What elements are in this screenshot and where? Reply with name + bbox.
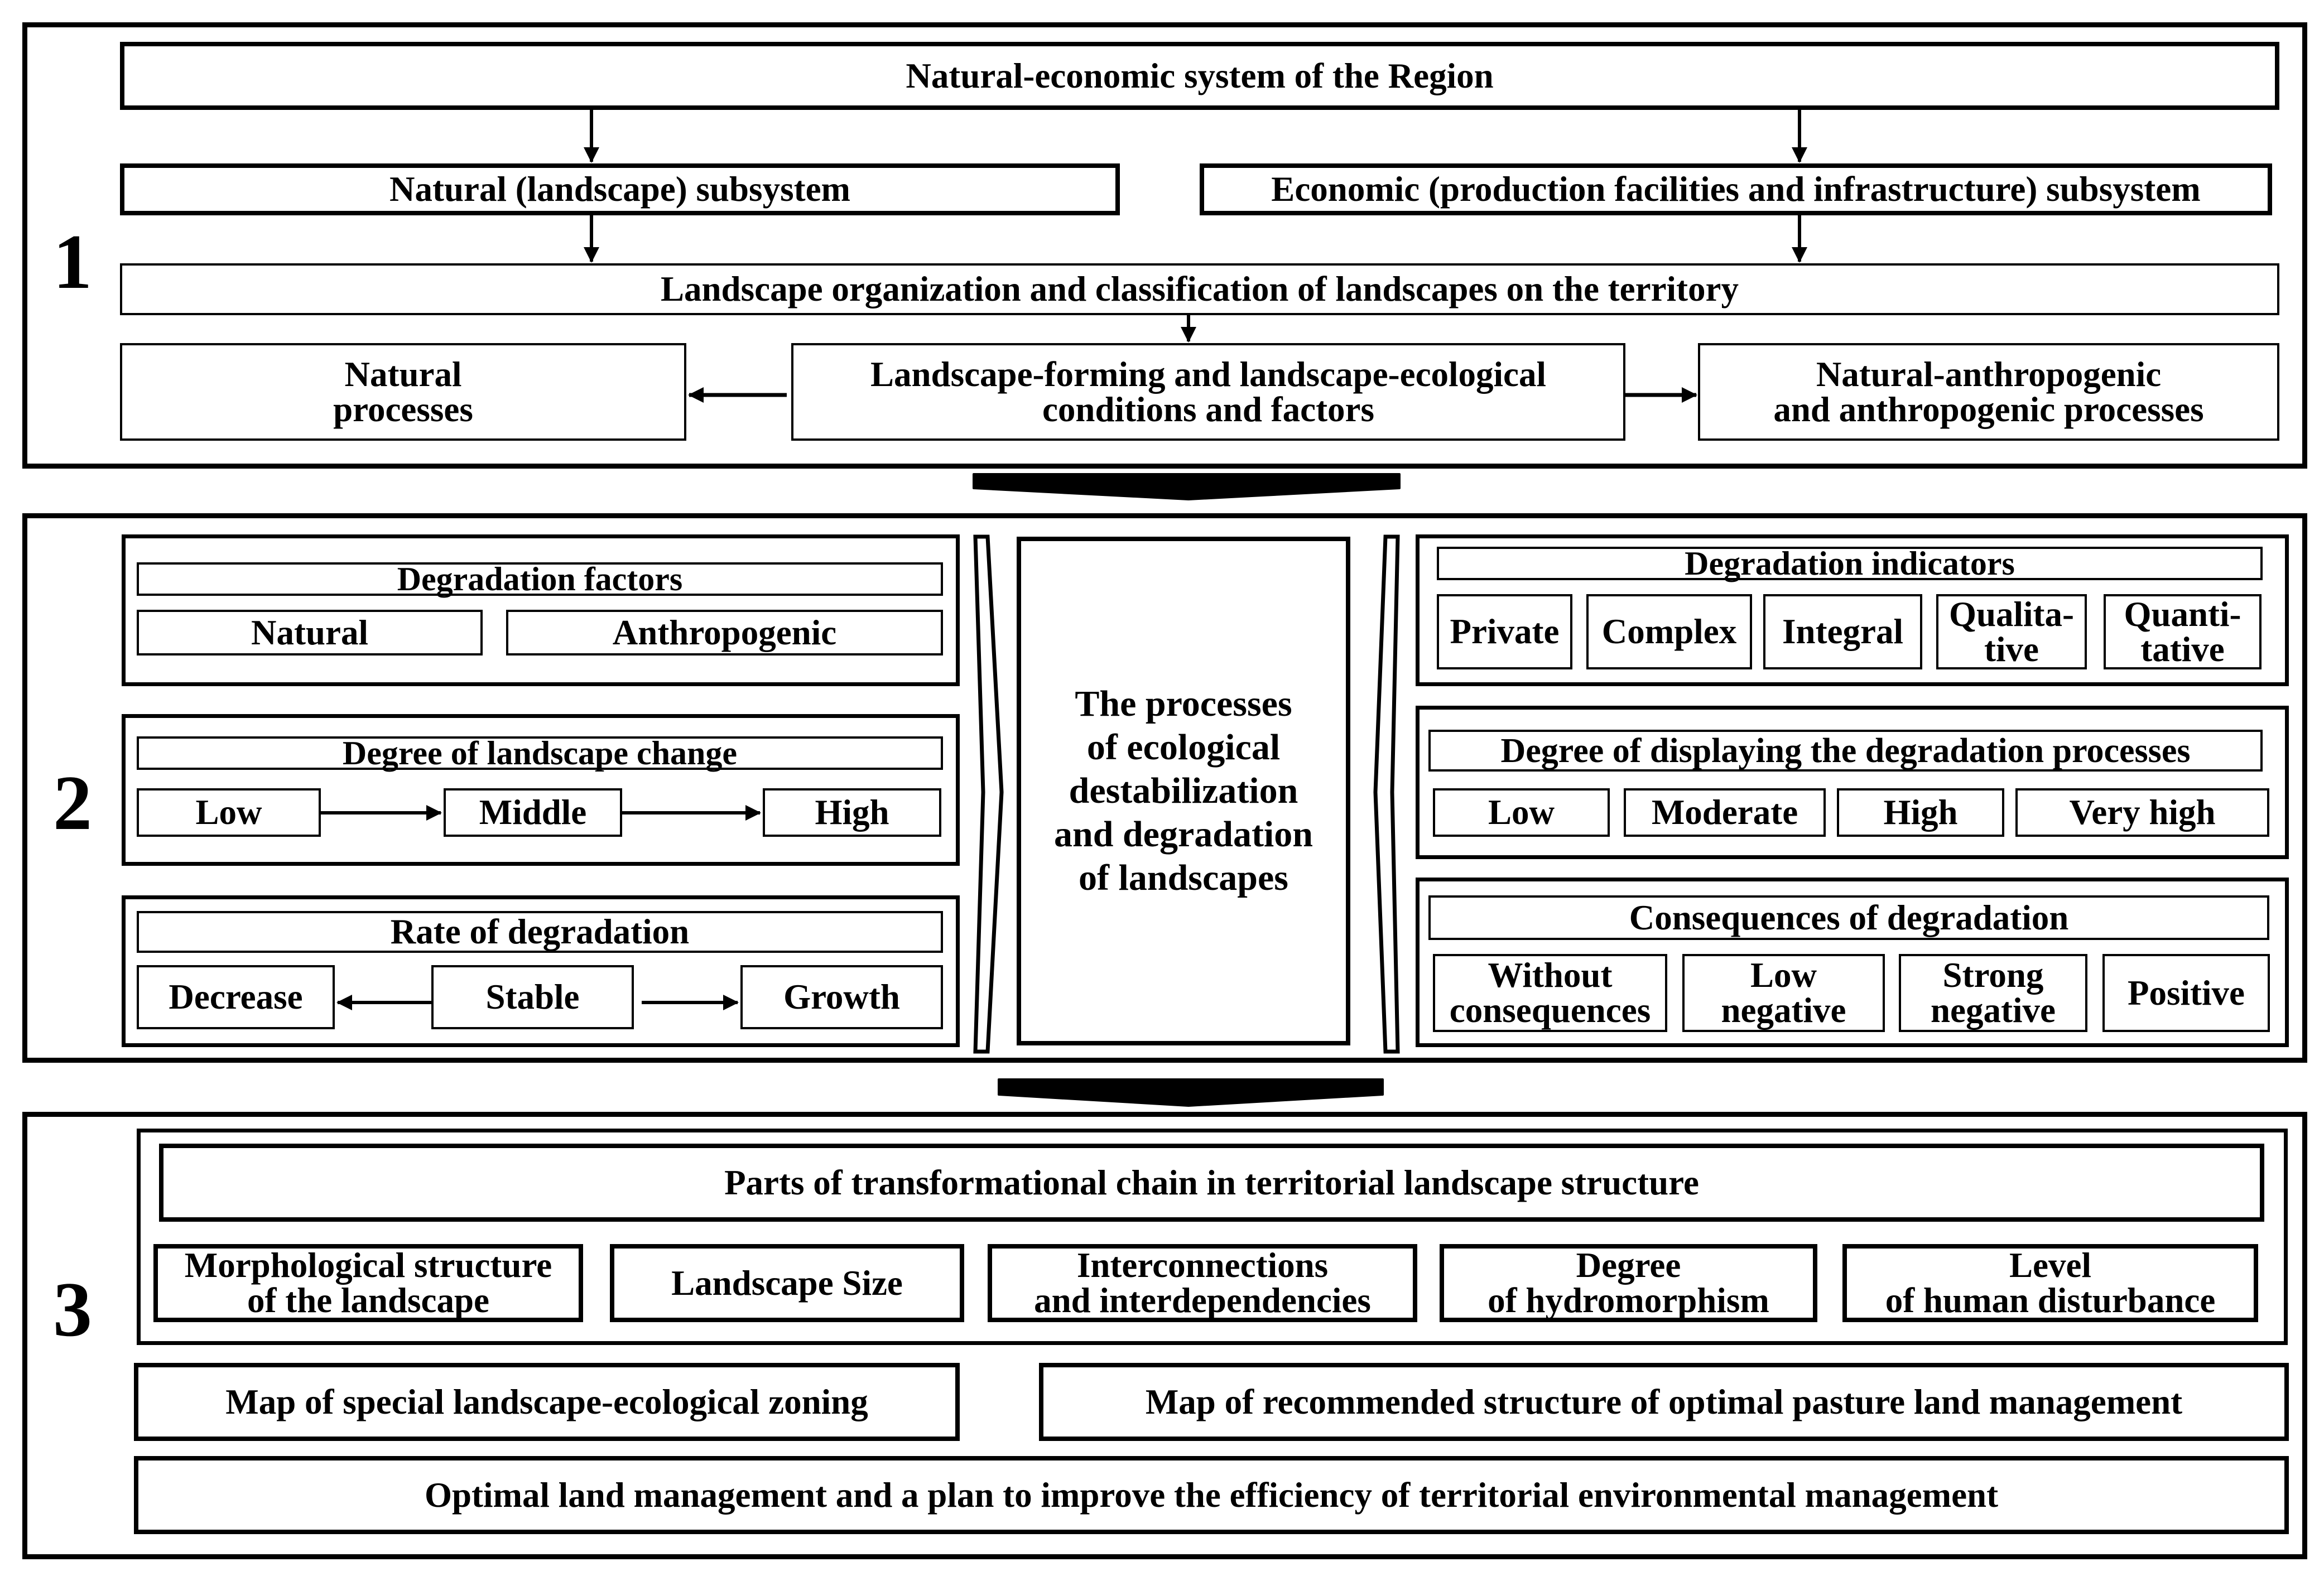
- degradation-indicators-title: Degradation indicators: [1685, 545, 2015, 582]
- natural-processes-label: Natural processes: [333, 354, 473, 429]
- change-high-label: High: [815, 793, 889, 832]
- final-plan-label: Optimal land management and a plan to im…: [424, 1475, 1999, 1515]
- change-low-label: Low: [195, 793, 262, 832]
- rate-stable-box: Stable: [431, 965, 634, 1029]
- degradation-factors-title-box: Degradation factors: [137, 562, 943, 596]
- display-very-high-label: Very high: [2069, 793, 2216, 832]
- natural-factor-label: Natural: [251, 613, 368, 652]
- map-zoning-box: Map of special landscape-ecological zoni…: [134, 1363, 960, 1441]
- change-middle-box: Middle: [444, 788, 622, 837]
- rate-growth-box: Growth: [740, 965, 943, 1029]
- display-high-label: High: [1883, 793, 1958, 832]
- map-pasture-label: Map of recommended structure of optimal …: [1145, 1382, 2183, 1421]
- consequence-strong-negative-box: Strong negative: [1899, 954, 2087, 1032]
- indicator-private-label: Private: [1450, 612, 1560, 651]
- chain-hydromorphism-box: Degree of hydromorphism: [1440, 1244, 1817, 1322]
- display-low-label: Low: [1488, 793, 1555, 832]
- section-2-number: 2: [53, 760, 92, 846]
- consequence-strong-negative-label: Strong negative: [1931, 956, 2056, 1030]
- chain-morphological-label: Morphological structure of the landscape: [184, 1246, 552, 1320]
- anthropogenic-processes-box: Natural-anthropogenic and anthropogenic …: [1698, 343, 2279, 441]
- section-3-number: 3: [53, 1266, 92, 1353]
- natural-factor-box: Natural: [137, 610, 483, 655]
- indicator-quantitative-box: Quanti- tative: [2104, 594, 2262, 669]
- change-high-box: High: [763, 788, 941, 837]
- landscape-factors-box: Landscape-forming and landscape-ecologic…: [791, 343, 1625, 441]
- map-pasture-box: Map of recommended structure of optimal …: [1039, 1363, 2289, 1441]
- display-high-box: High: [1837, 788, 2004, 837]
- rate-decrease-box: Decrease: [137, 965, 335, 1029]
- ecological-destabilization-label: The processes of ecological destabilizat…: [1054, 683, 1313, 898]
- display-low-box: Low: [1433, 788, 1610, 837]
- consequence-without-box: Without consequences: [1433, 954, 1667, 1032]
- right-chevron-bracket: [1373, 534, 1400, 1054]
- natural-processes-box: Natural processes: [120, 343, 686, 441]
- degradation-indicators-title-box: Degradation indicators: [1437, 547, 2263, 580]
- indicator-quantitative-label: Quanti- tative: [2124, 594, 2241, 669]
- anthropogenic-factor-box: Anthropogenic: [506, 610, 943, 655]
- economic-subsystem-label: Economic (production facilities and infr…: [1271, 170, 2201, 209]
- landscape-organization-label: Landscape organization and classificatio…: [661, 269, 1739, 309]
- chain-title-label: Parts of transformational chain in terri…: [724, 1163, 1699, 1202]
- rate-growth-label: Growth: [783, 977, 900, 1016]
- indicator-private-box: Private: [1437, 594, 1572, 669]
- display-moderate-box: Moderate: [1624, 788, 1826, 837]
- chain-human-disturbance-label: Level of human disturbance: [1885, 1246, 2216, 1320]
- anthropogenic-factor-label: Anthropogenic: [612, 613, 837, 652]
- consequence-positive-label: Positive: [2128, 973, 2245, 1013]
- chain-hydromorphism-label: Degree of hydromorphism: [1488, 1246, 1769, 1320]
- indicator-complex-box: Complex: [1586, 594, 1752, 669]
- change-low-box: Low: [137, 788, 321, 837]
- natural-economic-system-box: Natural-economic system of the Region: [120, 42, 2279, 110]
- chain-size-box: Landscape Size: [610, 1244, 964, 1322]
- indicator-integral-box: Integral: [1763, 594, 1922, 669]
- consequence-low-negative-box: Low negative: [1682, 954, 1885, 1032]
- consequence-without-label: Without consequences: [1449, 956, 1651, 1030]
- chain-size-label: Landscape Size: [671, 1263, 903, 1303]
- display-very-high-box: Very high: [2015, 788, 2269, 837]
- displaying-degradation-title: Degree of displaying the degradation pro…: [1500, 731, 2191, 770]
- ecological-destabilization-box: The processes of ecological destabilizat…: [1017, 537, 1350, 1045]
- indicator-qualitative-box: Qualita- tive: [1936, 594, 2087, 669]
- big-arrow-section-2-to-3: [998, 1078, 1384, 1107]
- consequence-low-negative-label: Low negative: [1721, 956, 1846, 1030]
- economic-subsystem-box: Economic (production facilities and infr…: [1200, 163, 2272, 215]
- indicator-integral-label: Integral: [1782, 612, 1903, 651]
- displaying-degradation-title-box: Degree of displaying the degradation pro…: [1428, 730, 2263, 772]
- chain-morphological-box: Morphological structure of the landscape: [153, 1244, 583, 1322]
- natural-economic-system-label: Natural-economic system of the Region: [906, 56, 1494, 95]
- natural-subsystem-box: Natural (landscape) subsystem: [120, 163, 1120, 215]
- rate-stable-label: Stable: [485, 977, 580, 1016]
- big-arrow-section-1-to-2: [973, 473, 1401, 500]
- landscape-factors-label: Landscape-forming and landscape-ecologic…: [870, 354, 1547, 429]
- consequence-positive-box: Positive: [2102, 954, 2270, 1032]
- indicator-complex-label: Complex: [1601, 612, 1737, 651]
- rate-decrease-label: Decrease: [169, 977, 303, 1016]
- degradation-rate-title-box: Rate of degradation: [137, 911, 943, 953]
- landscape-change-title: Degree of landscape change: [342, 735, 738, 772]
- degradation-factors-title: Degradation factors: [397, 561, 683, 597]
- chain-title-box: Parts of transformational chain in terri…: [159, 1144, 2264, 1222]
- final-plan-box: Optimal land management and a plan to im…: [134, 1456, 2289, 1534]
- indicator-qualitative-label: Qualita- tive: [1948, 594, 2074, 669]
- landscape-change-title-box: Degree of landscape change: [137, 736, 943, 770]
- chain-interconnections-label: Interconnections and interdependencies: [1034, 1246, 1371, 1320]
- section-1-number: 1: [53, 219, 92, 305]
- degradation-rate-title: Rate of degradation: [390, 912, 690, 951]
- anthropogenic-processes-label: Natural-anthropogenic and anthropogenic …: [1773, 354, 2204, 429]
- left-chevron-bracket: [973, 534, 1004, 1054]
- consequences-title-box: Consequences of degradation: [1428, 895, 2269, 940]
- chain-interconnections-box: Interconnections and interdependencies: [988, 1244, 1417, 1322]
- change-middle-label: Middle: [479, 793, 587, 832]
- landscape-organization-box: Landscape organization and classificatio…: [120, 263, 2279, 315]
- display-moderate-label: Moderate: [1651, 793, 1798, 832]
- map-zoning-label: Map of special landscape-ecological zoni…: [225, 1382, 868, 1421]
- consequences-title: Consequences of degradation: [1629, 898, 2069, 937]
- natural-subsystem-label: Natural (landscape) subsystem: [389, 170, 851, 209]
- chain-human-disturbance-box: Level of human disturbance: [1842, 1244, 2258, 1322]
